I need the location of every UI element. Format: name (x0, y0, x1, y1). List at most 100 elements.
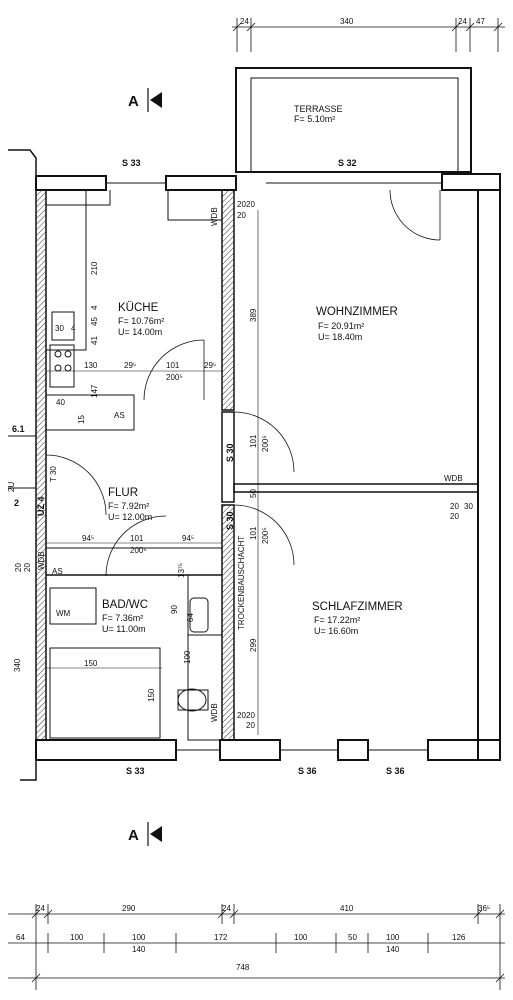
dim-20-e: 20 (237, 711, 246, 720)
wohnzimmer-perimeter: U= 18.40m (318, 332, 362, 342)
kueche-area: F= 10.76m² (118, 316, 164, 326)
marker-61-label: 6.1 (12, 424, 25, 434)
bottom-dim-290: 290 (122, 904, 136, 913)
terrace-outline (235, 67, 472, 173)
dim-41: 41 (90, 336, 99, 345)
wdb-label-bad: WDB (210, 703, 219, 722)
dim-101-a: 101 (166, 361, 180, 370)
dim-30-right: 30 (464, 502, 473, 511)
dim-340-left: 340 (13, 658, 22, 672)
dim-64: 64 (186, 613, 195, 622)
section-mark-bottom-label: A (128, 827, 139, 844)
top-dim-340: 340 (340, 17, 354, 26)
dim-1375: 13⁷⁵ (177, 563, 186, 578)
dim-299: 299 (249, 638, 258, 652)
bottom-dim-24b: 24 (222, 904, 231, 913)
schlafzimmer-name: SCHLAFZIMMER (312, 601, 403, 613)
dim-20-h: 20 (450, 512, 459, 521)
top-dim-47: 47 (476, 17, 485, 26)
bath-dimensions: 150 150 90 64 100 13⁷⁵ 340 (13, 563, 195, 702)
kueche-name: KÜCHE (118, 302, 159, 314)
dim-101-c: 101 (249, 434, 258, 448)
bottom-dim-365: 36⁵ (478, 904, 490, 913)
unit-2-label: 2 (14, 498, 19, 508)
dim-20-d: 20 (246, 200, 255, 209)
bad-area: F= 7.36m² (102, 613, 143, 623)
window-s36-a: S 36 (298, 766, 317, 776)
dim-210: 210 (90, 261, 99, 275)
window-s32-top: S 32 (338, 158, 357, 168)
wall-dimensions: 389 101 200⁵ 50 101 200⁵ 299 20 20 20 20… (237, 200, 473, 735)
wohnzimmer-name: WOHNZIMMER (316, 306, 398, 318)
dim-90: 90 (170, 605, 179, 614)
bad-perimeter: U= 11.00m (102, 624, 146, 634)
terrace-area: F= 5.10m² (294, 114, 335, 124)
bottom-dim-140a: 140 (132, 945, 146, 954)
dim-20-c: 20 (237, 200, 246, 209)
bottom-dim-50: 50 (348, 933, 357, 942)
dim-295-b: 29⁵ (204, 361, 216, 370)
dim-20-j: 20 (246, 721, 255, 730)
dim-2005-b: 200⁵ (130, 546, 147, 555)
wm-label: WM (56, 609, 71, 618)
schlafzimmer-area: F= 17.22m² (314, 615, 360, 625)
dim-2005-c: 200⁵ (261, 435, 270, 452)
bottom-dim-100d: 100 (386, 933, 400, 942)
dim-20-a: 20 (14, 563, 23, 572)
window-s33-top: S 33 (122, 158, 141, 168)
dim-45: 45 (90, 317, 99, 326)
bottom-dim-24a: 24 (36, 904, 45, 913)
bottom-dim-100b: 100 (132, 933, 146, 942)
bottom-dim-100a: 100 (70, 933, 84, 942)
wohnzimmer-area: F= 20.91m² (318, 321, 364, 331)
bottom-dim-140b: 140 (386, 945, 400, 954)
schlafzimmer-perimeter: U= 16.60m (314, 626, 358, 636)
bottom-dimension-lines (8, 904, 505, 990)
window-s33-bottom: S 33 (126, 766, 145, 776)
dim-389: 389 (249, 308, 258, 322)
uz4-label: UZ 4 (36, 496, 46, 516)
dim-40: 40 (56, 398, 65, 407)
dim-2005-d: 200⁵ (261, 527, 270, 544)
dim-4-a: 4 (90, 305, 99, 310)
trockenbauschacht-label: TROCKENBAUSCHACHT (237, 536, 246, 630)
bottom-dim-total: 748 (236, 963, 250, 972)
t30-label: T 30 (49, 466, 58, 482)
dim-150-h: 150 (84, 659, 98, 668)
section-mark-top: A (128, 88, 162, 112)
dim-945-b: 94⁵ (182, 534, 194, 543)
wdb-label-flur: WDB (37, 551, 46, 570)
plus-2-label: 2U (7, 482, 16, 492)
top-dim-24b: 24 (458, 17, 467, 26)
bottom-dim-100c: 100 (294, 933, 308, 942)
dim-20-b: 20 (23, 563, 32, 572)
dim-15: 15 (77, 415, 86, 424)
dim-945-a: 94⁵ (82, 534, 94, 543)
section-mark-bottom: A (128, 822, 162, 846)
window-s30-a: S 30 (225, 443, 235, 462)
dim-101-d: 101 (249, 526, 258, 540)
dim-20-g: 20 (450, 502, 459, 511)
kitchen-dimensions: 210 4 45 41 30 4 130 147 40 15 29⁵ 101 2… (46, 261, 222, 424)
dim-20-f: 20 (246, 711, 255, 720)
window-s36-b: S 36 (386, 766, 405, 776)
section-mark-top-label: A (128, 93, 139, 110)
wdb-label-wall: WDB (444, 474, 463, 483)
flur-area: F= 7.92m² (108, 501, 149, 511)
outer-walls (8, 149, 501, 781)
dim-50: 50 (249, 489, 258, 498)
bottom-dim-126: 126 (452, 933, 466, 942)
dim-295-a: 29⁵ (124, 361, 136, 370)
bottom-dim-410: 410 (340, 904, 354, 913)
dim-147: 147 (90, 384, 99, 398)
kueche-perimeter: U= 14.00m (118, 327, 162, 337)
dim-100: 100 (183, 650, 192, 664)
flur-name: FLUR (108, 487, 138, 499)
bottom-dim-64: 64 (16, 933, 25, 942)
dim-30: 30 (55, 324, 64, 333)
as-label-flur: AS (52, 567, 63, 576)
dim-20-i: 20 (237, 211, 246, 220)
dim-4-b: 4 (71, 324, 76, 333)
flur-dimensions: 94⁵ 101 200⁵ 94⁵ 20 20 (14, 534, 222, 572)
